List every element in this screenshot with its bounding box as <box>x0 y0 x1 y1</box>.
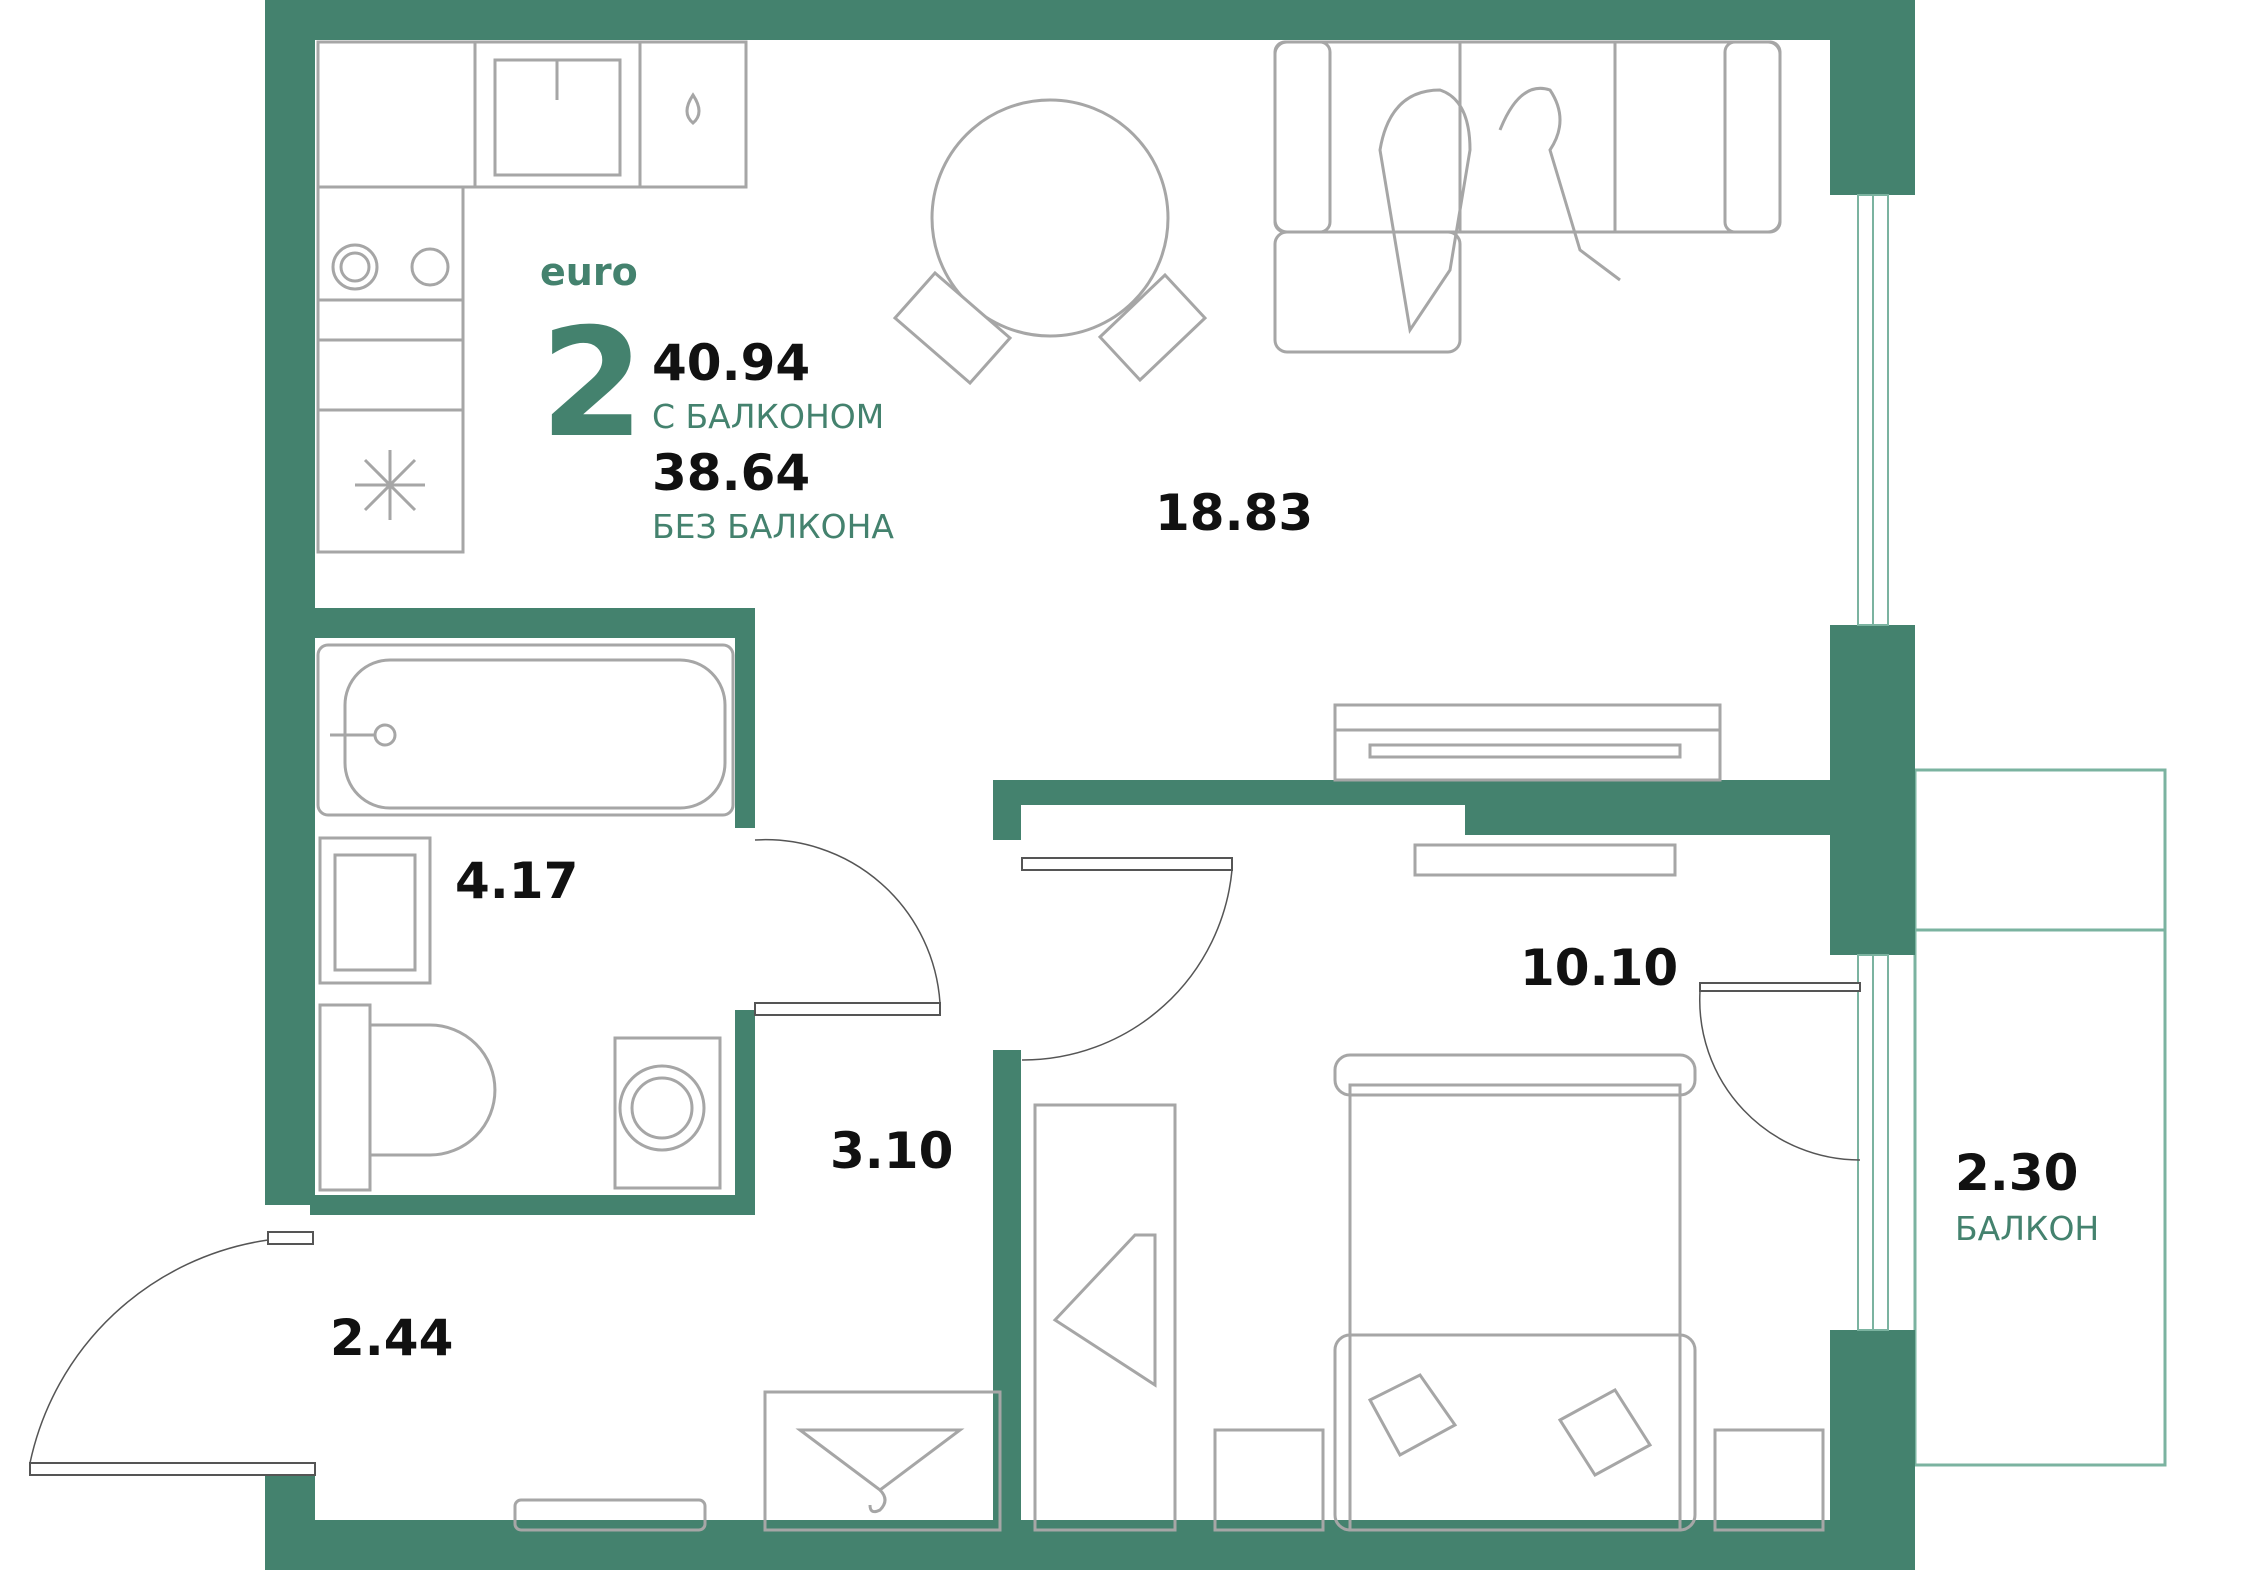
kitchen-unit <box>316 40 748 554</box>
room-count: 2 <box>540 297 644 471</box>
apartment-class: euro <box>540 250 638 294</box>
bedroom-area: 10.10 <box>1520 939 1678 997</box>
snowflake-icon <box>355 450 425 520</box>
bathroom-fixtures <box>316 643 735 1192</box>
doors <box>29 838 1861 1476</box>
bedroom-furniture <box>1213 843 1825 1532</box>
living-kitchen-area: 18.83 <box>1155 484 1313 542</box>
apartment-summary: euro 2 40.94 С БАЛКОНОМ 38.64 БЕЗ БАЛКОН… <box>540 250 894 546</box>
hall-furniture <box>513 1103 1177 1532</box>
tv-panel <box>1413 843 1677 877</box>
room-areas: 18.83 4.17 3.10 2.44 10.10 2.30 БАЛКОН <box>330 484 2099 1367</box>
bathroom-area: 4.17 <box>455 852 578 910</box>
balcony-area: 2.30 <box>1955 1144 2078 1202</box>
balcony-label: БАЛКОН <box>1955 1209 2099 1248</box>
with-balcony-label: С БАЛКОНОМ <box>652 397 884 436</box>
stove-burner-icon <box>410 247 450 287</box>
tv-stand <box>1333 703 1722 782</box>
area-with-balcony: 40.94 <box>652 334 810 392</box>
stove-burner-icon <box>331 243 379 291</box>
dining-table <box>892 98 1208 386</box>
sofa <box>1273 40 1782 354</box>
without-balcony-label: БЕЗ БАЛКОНА <box>652 507 894 546</box>
area-without-balcony: 38.64 <box>652 444 810 502</box>
walls <box>265 0 1915 1570</box>
water-drop-icon <box>685 92 701 125</box>
balcony-outline <box>1913 768 2167 1467</box>
windows <box>1857 194 1889 1331</box>
hall-area: 2.44 <box>330 1309 453 1367</box>
corridor-area: 3.10 <box>830 1122 953 1180</box>
